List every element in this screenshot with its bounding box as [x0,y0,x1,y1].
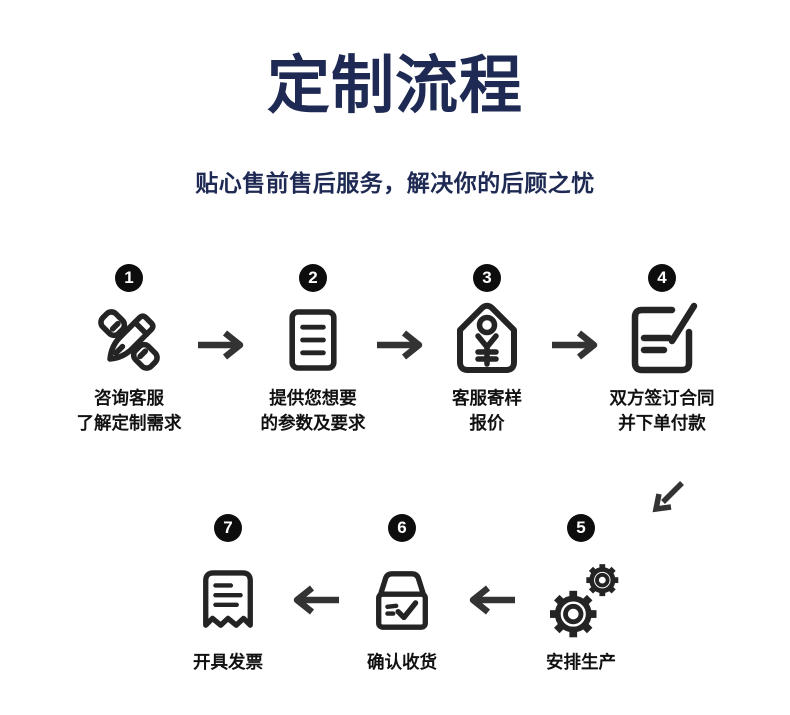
package-check-icon [369,554,435,646]
arrow-right-2-3-icon [375,329,427,361]
gears-icon [542,554,620,646]
invoice-receipt-icon [198,554,258,646]
step-1-consult-service: 1 咨询客服了解定制需求 [47,264,211,437]
step-label: 客服寄样报价 [452,388,522,434]
step-2-provide-specs: 2 提供您想要的参数及要求 [231,264,395,437]
step-label: 开具发票 [193,652,263,672]
page-title: 定制流程 [267,51,523,121]
step-label: 咨询客服了解定制需求 [76,388,182,434]
price-tag-yuan-icon [452,298,522,382]
arrow-right-1-2-icon [196,329,248,361]
step-label: 双方签订合同并下单付款 [609,388,715,434]
arrow-left-6-7-icon [289,584,341,616]
step-label: 提供您想要的参数及要求 [260,388,366,434]
step-5-production: 5 安排生产 [499,514,663,675]
page-subtitle: 贴心售前售后服务，解决你的后顾之忧 [195,170,595,196]
pen-tools-icon [92,298,166,382]
step-number-badge: 2 [299,264,327,292]
step-number-badge: 1 [115,264,143,292]
step-7-issue-invoice: 7 开具发票 [146,514,310,675]
arrow-right-3-4-icon [550,329,602,361]
step-3-sample-quote: 3 客服寄样报价 [405,264,569,437]
arrow-left-5-6-icon [465,584,517,616]
step-number-badge: 5 [567,514,595,542]
step-label: 确认收货 [367,652,437,672]
step-number-badge: 3 [473,264,501,292]
step-number-badge: 7 [214,514,242,542]
arrow-down-left-4-5-icon [650,478,688,516]
document-specs-icon [281,298,345,382]
step-4-sign-contract: 4 双方签订合同并下单付款 [580,264,744,437]
step-number-badge: 6 [388,514,416,542]
step-6-confirm-receipt: 6 确认收货 [320,514,484,675]
step-label: 安排生产 [546,652,616,672]
contract-sign-icon [622,298,702,382]
step-number-badge: 4 [648,264,676,292]
